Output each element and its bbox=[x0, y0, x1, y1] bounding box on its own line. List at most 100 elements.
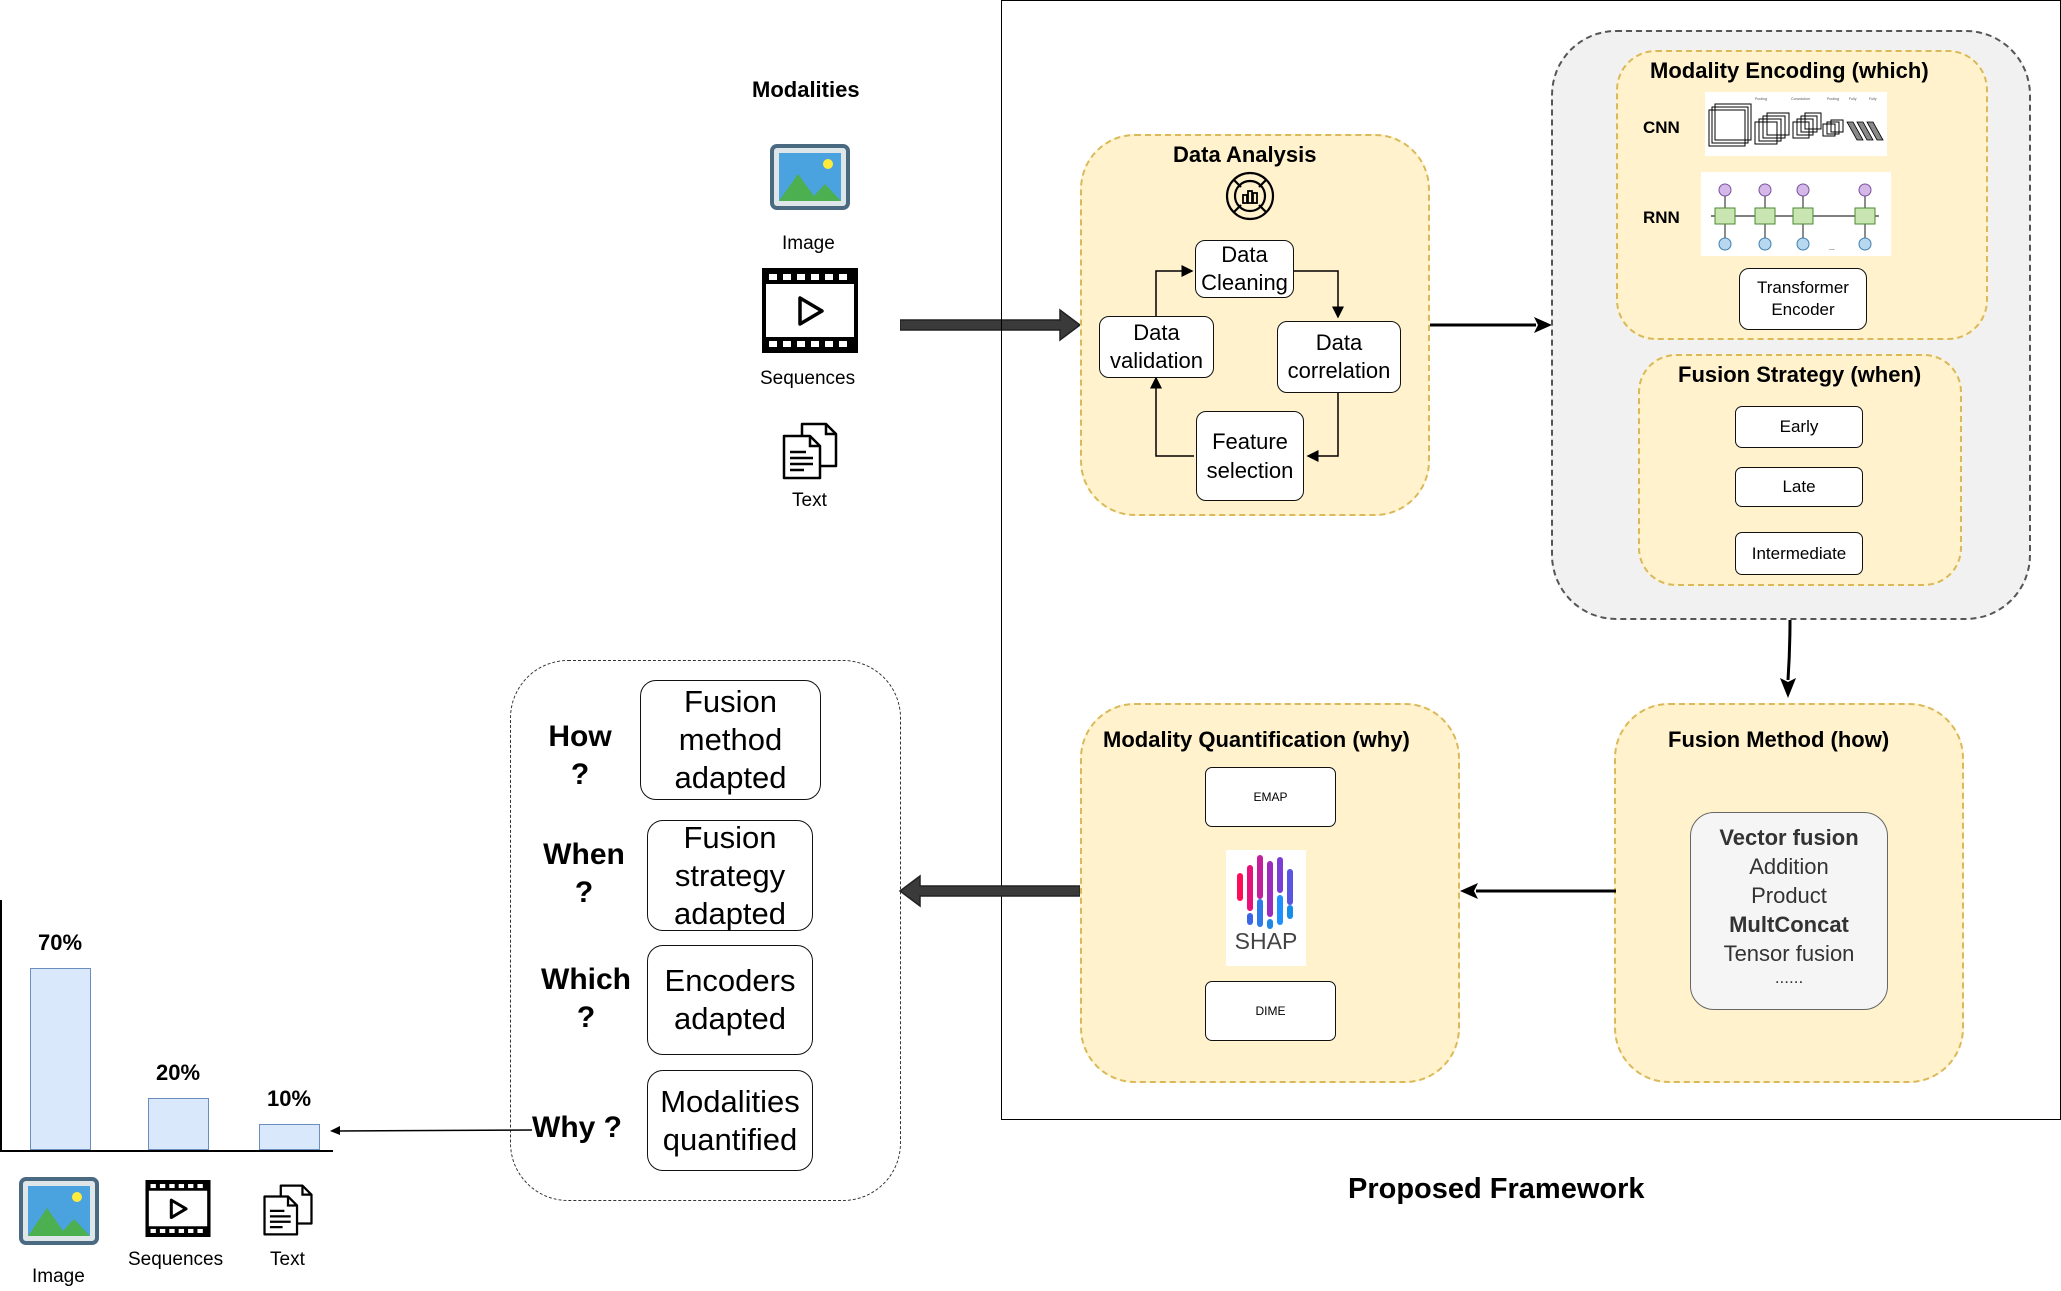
data-correlation-line2: correlation bbox=[1287, 358, 1391, 383]
intermediate-label: Intermediate bbox=[1751, 543, 1847, 563]
data-validation-box: Data validation bbox=[1099, 316, 1214, 378]
why-to-chart-arrow bbox=[330, 1126, 532, 1135]
early-label: Early bbox=[1779, 417, 1819, 436]
bar-value-label: 20% bbox=[155, 1060, 201, 1085]
svg-text:...: ... bbox=[1829, 245, 1835, 252]
transformer-line1: Transformer bbox=[1757, 278, 1849, 297]
which-mark: ? bbox=[576, 1001, 596, 1034]
rnn-label: RNN bbox=[1643, 208, 1680, 227]
chart-y-axis bbox=[0, 900, 2, 1152]
chart-area: 70% 20% 10% bbox=[0, 900, 340, 1152]
sequences-label: Sequences bbox=[760, 368, 856, 389]
bar-value-label: 70% bbox=[37, 930, 83, 955]
cnn-label: CNN bbox=[1643, 118, 1680, 137]
how-answer-line1: Fusion bbox=[683, 684, 778, 719]
shap-wordmark: SHAP bbox=[1234, 928, 1298, 954]
analysis-icon bbox=[1224, 170, 1276, 222]
svg-text:Pooling: Pooling bbox=[1755, 97, 1767, 101]
method-to-quantification-arrow bbox=[1460, 883, 1616, 899]
bar-image bbox=[29, 968, 91, 1150]
emap-label: EMAP bbox=[1253, 790, 1288, 804]
feature-selection-line1: Feature bbox=[1212, 429, 1288, 454]
how-mark: ? bbox=[570, 758, 590, 791]
shap-logo: SHAP bbox=[1226, 850, 1306, 966]
svg-text:Convolution: Convolution bbox=[1791, 97, 1810, 101]
fusion-item: Product bbox=[1751, 883, 1827, 908]
image-icon bbox=[770, 144, 850, 210]
text-label: Text bbox=[792, 490, 827, 511]
which-word: Which bbox=[541, 963, 631, 996]
data-correlation-line1: Data bbox=[1315, 330, 1363, 355]
chart-text-label: Text bbox=[270, 1249, 305, 1270]
why-answer-line1: Modalities bbox=[660, 1083, 800, 1119]
input-arrow bbox=[899, 308, 1082, 342]
early-option: Early bbox=[1735, 406, 1863, 448]
analysis-to-encoding-arrow bbox=[1430, 317, 1552, 333]
intermediate-option: Intermediate bbox=[1735, 532, 1863, 575]
chart-image-label: Image bbox=[32, 1266, 85, 1287]
document-icon bbox=[258, 1182, 318, 1238]
when-answer-line1: Fusion bbox=[683, 819, 777, 855]
how-word: How bbox=[548, 720, 612, 753]
fusion-strategy-title: Fusion Strategy (when) bbox=[1678, 362, 1922, 387]
bar-text bbox=[258, 1124, 320, 1150]
svg-text:Fully: Fully bbox=[1869, 97, 1877, 101]
data-correlation-box: Data correlation bbox=[1277, 321, 1401, 393]
image-icon bbox=[19, 1177, 99, 1245]
why-question: Why ? bbox=[532, 1111, 622, 1144]
transformer-line2: Encoder bbox=[1771, 300, 1835, 319]
cnn-diagram: Pooling Convolution Pooling Fully Fully bbox=[1705, 92, 1887, 156]
when-question: When? bbox=[538, 836, 630, 912]
document-icon bbox=[780, 420, 840, 482]
bar-sequences bbox=[147, 1098, 209, 1150]
how-answer-line3: adapted bbox=[674, 760, 787, 795]
which-answer-line1: Encoders bbox=[664, 963, 796, 998]
svg-text:Fully: Fully bbox=[1849, 97, 1857, 101]
dime-label: DIME bbox=[1255, 1004, 1286, 1018]
image-label: Image bbox=[782, 233, 835, 254]
fusion-item: Vector fusion bbox=[1719, 825, 1859, 850]
how-answer-line2: method bbox=[678, 722, 783, 757]
film-icon bbox=[762, 268, 858, 353]
feature-selection-box: Feature selection bbox=[1196, 411, 1304, 501]
when-answer-line2: strategy bbox=[674, 857, 786, 893]
feature-selection-line2: selection bbox=[1206, 458, 1294, 483]
framework-label: Proposed Framework bbox=[1348, 1173, 1645, 1205]
modality-encoding-title: Modality Encoding (which) bbox=[1650, 58, 1929, 83]
data-cleaning-line1: Data bbox=[1221, 242, 1268, 267]
svg-text:Pooling: Pooling bbox=[1827, 97, 1839, 101]
emap-box: EMAP bbox=[1205, 767, 1336, 827]
rnn-diagram: ... bbox=[1701, 172, 1891, 256]
bar-value-label: 10% bbox=[266, 1086, 312, 1111]
data-validation-line2: validation bbox=[1110, 348, 1203, 373]
which-question: Which? bbox=[536, 961, 636, 1037]
dime-box: DIME bbox=[1205, 981, 1336, 1041]
when-mark: ? bbox=[574, 876, 594, 909]
data-validation-line1: Data bbox=[1133, 320, 1180, 345]
modalities-title: Modalities bbox=[752, 77, 860, 102]
late-option: Late bbox=[1735, 467, 1863, 507]
data-analysis-title: Data Analysis bbox=[1173, 142, 1317, 167]
when-word: When bbox=[543, 838, 625, 871]
fusion-method-list: Vector fusion Addition Product MultConca… bbox=[1690, 812, 1888, 1010]
which-answer-line2: adapted bbox=[673, 1001, 787, 1036]
film-icon bbox=[145, 1179, 211, 1238]
why-answer-line2: quantified bbox=[662, 1121, 798, 1157]
chart-sequences-label: Sequences bbox=[128, 1249, 224, 1270]
analysis-cycle-arrows bbox=[1150, 265, 1344, 462]
data-cleaning-line2: Cleaning bbox=[1201, 270, 1288, 295]
fusion-item: MultConcat bbox=[1729, 912, 1849, 937]
quantification-title: Modality Quantification (why) bbox=[1103, 727, 1410, 752]
fusion-method-title: Fusion Method (how) bbox=[1668, 727, 1890, 752]
late-label: Late bbox=[1782, 477, 1816, 496]
fusion-item: Addition bbox=[1749, 854, 1829, 879]
fusion-item: Tensor fusion bbox=[1723, 941, 1855, 966]
when-answer-line3: adapted bbox=[673, 895, 787, 931]
strategy-to-method-arrow bbox=[1780, 620, 1796, 698]
